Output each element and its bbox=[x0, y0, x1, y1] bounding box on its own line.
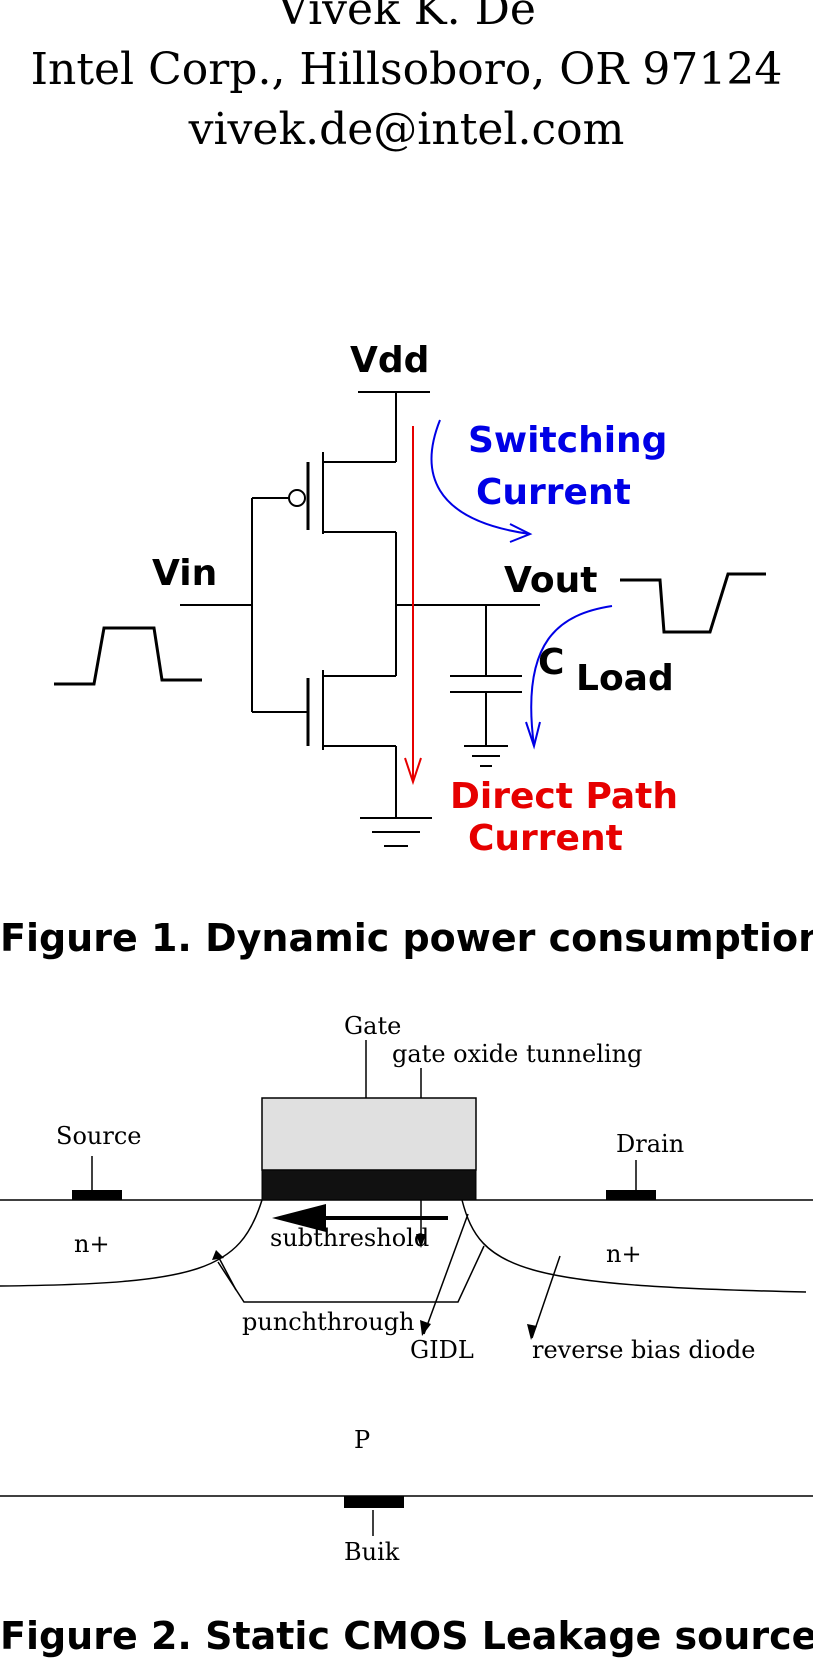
author-email: vivek.de@intel.com bbox=[188, 104, 625, 155]
punchthrough-bracket bbox=[217, 1245, 485, 1303]
gidl-label: GIDL bbox=[410, 1336, 474, 1364]
reverse-bias-arrow bbox=[531, 1255, 561, 1339]
gate-oxide-tunneling-label: gate oxide tunneling bbox=[392, 1040, 642, 1068]
gidl-arrow bbox=[423, 1213, 469, 1335]
pmos-bubble bbox=[288, 489, 306, 507]
punchthrough-arrowhead bbox=[212, 1250, 224, 1260]
bulk-label: Buik bbox=[344, 1538, 400, 1566]
gate-oxide-arrowhead bbox=[416, 1234, 426, 1248]
drain-contact bbox=[606, 1190, 656, 1200]
load-current-arrow bbox=[530, 605, 613, 747]
figure-1-inverter-diagram: Vdd Vin Vout C Load Switching Current Di… bbox=[54, 340, 766, 859]
switching-current-label-2: Current bbox=[476, 472, 631, 513]
source-label: Source bbox=[56, 1122, 141, 1150]
drain-junction-curve bbox=[461, 1199, 807, 1293]
direct-path-label-1: Direct Path bbox=[450, 776, 678, 817]
subthreshold-label: subthreshold bbox=[270, 1224, 429, 1252]
punchthrough-arrow bbox=[217, 1255, 237, 1291]
figure-2-caption: Figure 2. Static CMOS Leakage sources bbox=[0, 1614, 813, 1658]
punchthrough-label: punchthrough bbox=[242, 1308, 414, 1336]
switching-current-arrowhead bbox=[509, 523, 533, 543]
vin-label: Vin bbox=[152, 553, 217, 594]
author-name: Vivek K. De bbox=[277, 0, 536, 35]
gate-oxide bbox=[261, 1169, 477, 1201]
vout-label: Vout bbox=[504, 560, 597, 601]
c-load-label-c: C bbox=[538, 642, 564, 683]
drain-label: Drain bbox=[616, 1130, 684, 1158]
subthreshold-arrowhead bbox=[272, 1204, 326, 1232]
author-affiliation: Intel Corp., Hillsoboro, OR 97124 bbox=[30, 44, 783, 95]
n-plus-source-label: n+ bbox=[74, 1230, 110, 1258]
load-current-arrowhead bbox=[525, 721, 541, 750]
n-plus-drain-label: n+ bbox=[606, 1240, 642, 1268]
input-pulse-waveform bbox=[54, 626, 202, 686]
vdd-label: Vdd bbox=[350, 340, 429, 381]
gate-label: Gate bbox=[344, 1012, 401, 1040]
bulk-contact bbox=[344, 1496, 404, 1508]
source-junction-curve bbox=[0, 1199, 263, 1287]
gate-poly bbox=[261, 1097, 477, 1171]
switching-current-arrow bbox=[430, 419, 531, 535]
p-substrate-label: P bbox=[354, 1426, 370, 1454]
output-pulse-waveform bbox=[620, 572, 766, 634]
reverse-bias-diode-label: reverse bias diode bbox=[532, 1336, 755, 1364]
reverse-bias-arrowhead bbox=[527, 1324, 537, 1340]
figure-1-caption: Figure 1. Dynamic power consumption bbox=[0, 916, 813, 960]
direct-path-arrowhead bbox=[404, 757, 422, 786]
c-load-label-load: Load bbox=[576, 658, 674, 699]
gidl-arrowhead bbox=[420, 1320, 431, 1336]
switching-current-label-1: Switching bbox=[468, 420, 667, 461]
direct-path-label-2: Current bbox=[468, 818, 623, 859]
source-contact bbox=[72, 1190, 122, 1200]
